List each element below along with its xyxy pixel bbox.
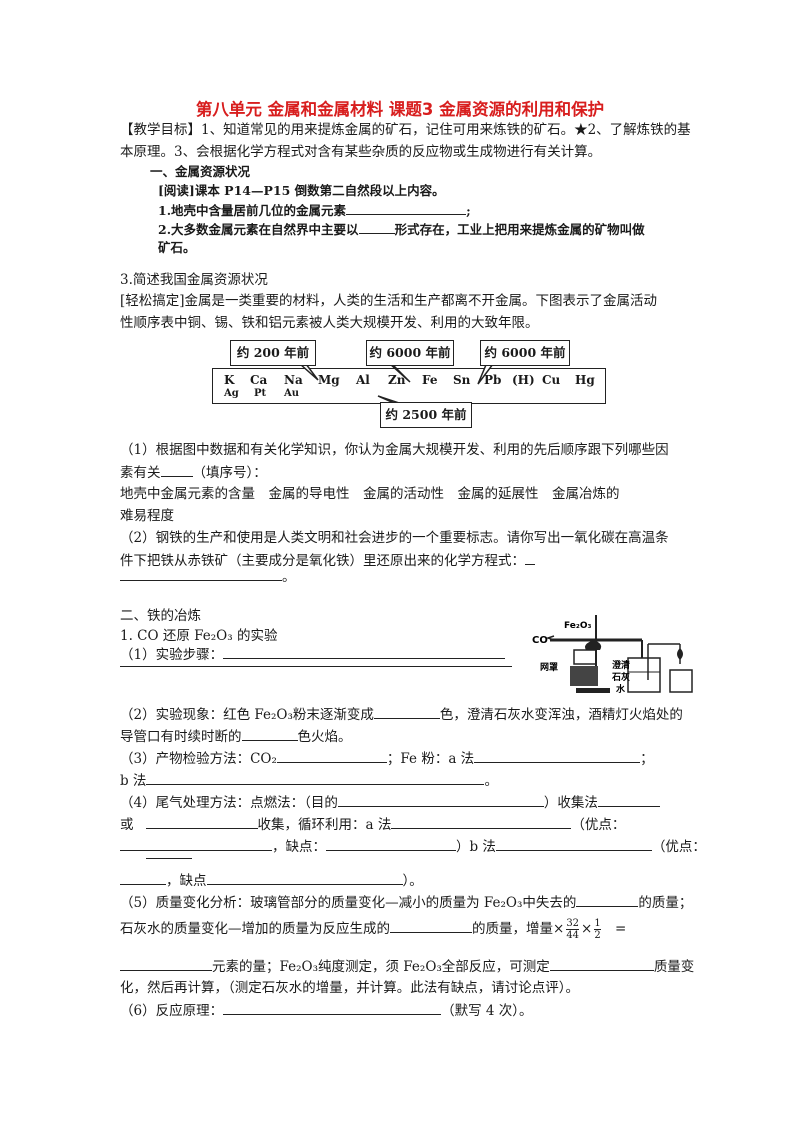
tail-gas-line1: （4）尾气处理方法：点燃法：（目的）收集法 [120,792,660,813]
objectives-line1: 【教学目标】1、知道常见的用来提炼金属的矿石，记住可用来炼铁的矿石。★2、了解炼… [120,122,691,138]
answer-line[interactable] [120,666,512,667]
question-2-1-options2: 难易程度 [120,508,174,524]
label-water: 水 [616,683,626,695]
label-net-cover: 网罩 [540,661,558,673]
callout-6000-years-b: 约 6000 年前 [480,340,570,366]
question-2-2-cont: 件下把铁从赤铁矿（主要成分是氧化铁）里还原出来的化学方程式： [120,550,535,571]
answer-blank[interactable] [276,748,387,763]
experiment-title: 1. CO 还原 Fe₂O₃ 的实验 [120,628,278,644]
answer-blank[interactable] [160,462,193,477]
answer-blank[interactable] [474,748,641,763]
question-1-2: 2.大多数金属元素在自然界中主要以形式存在，工业上把用来提炼金属的矿物叫做 [158,219,645,240]
element-symbol: Fe [422,373,438,387]
question-2-2: （2）钢铁的生产和使用是人类文明和社会进步的一个重要标志。请你写出一氧化碳在高温… [120,530,669,546]
answer-blank[interactable] [495,836,652,851]
objectives-line2: 本原理。3、会根据化学方程式对含有某些杂质的反应物或生成物进行有关计算。 [120,144,602,160]
element-symbol: Pb [484,373,502,387]
callout-2500-years: 约 2500 年前 [380,402,472,428]
tail-gas-line3: ，缺点：）b 法（优点： [120,836,706,857]
element-symbol: Hg [575,373,595,387]
easy-line2: 性顺序表中铜、锡、铁和铝元素被人类大规模开发、利用的大致年限。 [120,315,539,331]
easy-line1: [轻松搞定]金属是一类重要的材料，人类的生活和生产都离不开金属。下图表示了金属活… [120,293,658,309]
phenomenon-line1: （2）实验现象：红色 Fe₂O₃粉末逐渐变成色，澄清石灰水变浑浊，酒精灯火焰处的 [120,704,683,725]
answer-blank[interactable] [145,814,258,829]
callout-200-years: 约 200 年前 [230,340,316,366]
experiment-steps: （1）实验步骤： [120,644,506,665]
section1-heading: 一、金属资源状况 [150,164,251,179]
reaction-principle: （6）反应原理：（默写 4 次）。 [120,1000,533,1021]
co-reduction-apparatus: CO Fe₂O₃ 网罩 澄清 石灰 水 [532,615,693,695]
answer-blank[interactable] [120,836,272,851]
product-test-line1: （3）产物检验方法：CO₂；Fe 粉：a 法； [120,748,654,769]
element-symbol: Na [284,373,303,387]
answer-blank[interactable] [391,814,572,829]
answer-blank[interactable] [337,792,544,807]
element-symbol: Al [356,373,370,387]
activity-series-box: K Ca Na Mg Al Zn Fe Sn Pb (H) Cu Hg Ag P… [212,368,606,404]
element-symbol: Ca [250,373,268,387]
answer-blank[interactable] [597,792,660,807]
answer-blank[interactable] [326,836,456,851]
question-2-1-options: 地壳中金属元素的含量 金属的导电性 金属的活动性 金属的延展性 金属冶炼的 [120,486,620,502]
mass-analysis-line4: 化，然后再计算，（测定石灰水的增量，并计算。此法有缺点，请讨论点评）。 [120,980,579,996]
element-symbol: Pt [254,388,267,399]
question-2-1: （1）根据图中数据和有关化学知识，你认为金属大规模开发、利用的先后顺序跟下列哪些… [120,442,669,458]
answer-line[interactable] [146,858,192,859]
question-1-1: 1.地壳中含量居前几位的金属元素; [158,200,471,221]
element-symbol: Au [284,388,300,399]
callout-pointers [288,359,498,405]
answer-blank[interactable] [373,704,440,719]
mass-analysis-line3: 元素的量；Fe₂O₃纯度测定，须 Fe₂O₃全部反应，可测定质量变 [120,956,694,977]
answer-blank[interactable] [206,870,403,885]
answer-blank[interactable] [358,219,395,234]
page-title: 第八单元 金属和金属材料 课题3 金属资源的利用和保护 [195,100,605,119]
answer-blank[interactable] [346,200,467,215]
mass-analysis-line1: （5）质量变化分析：玻璃管部分的质量变化—减小的质量为 Fe₂O₃中失去的的质量… [120,892,692,913]
question-2-1-cont: 素有关（填序号）： [120,462,267,483]
tail-gas-line4: ，缺点）。 [120,870,423,891]
question-1-3: 3.简述我国金属资源状况 [120,272,268,288]
answer-blank[interactable] [146,770,485,785]
answer-blank[interactable] [549,956,654,971]
answer-blank[interactable] [120,956,212,971]
answer-blank[interactable] [223,644,506,659]
element-symbol: Cu [542,373,561,387]
element-symbol: Mg [318,373,340,387]
element-symbol: Ag [224,388,239,399]
element-symbol: Zn [388,373,406,387]
label-clear: 澄清 [612,659,630,671]
answer-blank[interactable] [120,566,282,581]
answer-blank[interactable] [525,550,535,565]
answer-blank[interactable] [223,1000,442,1015]
question-1-2-end: 矿石。 [158,240,196,255]
element-symbol: (H) [512,373,535,387]
label-fe2o3: Fe₂O₃ [564,621,591,631]
product-test-line2: b 法。 [120,770,498,791]
label-co: CO [532,635,548,646]
callout-6000-years-a: 约 6000 年前 [366,340,454,366]
label-lime: 石灰 [611,671,630,683]
answer-blank[interactable] [576,892,639,907]
question-2-2-end: 。 [120,566,296,587]
tail-gas-line2: 或收集，循环利用：a 法（优点： [120,814,625,835]
phenomenon-line2: 导管口有时续时断的色火焰。 [120,726,352,747]
element-symbol: K [224,373,235,387]
answer-blank[interactable] [390,918,472,933]
answer-blank[interactable] [120,870,166,885]
section2-heading: 二、铁的冶炼 [120,608,201,624]
answer-blank[interactable] [241,726,298,741]
element-symbol: Sn [453,373,471,387]
reading-instruction: [阅读]课本 P14—P15 倒数第二自然段以上内容。 [158,183,445,198]
